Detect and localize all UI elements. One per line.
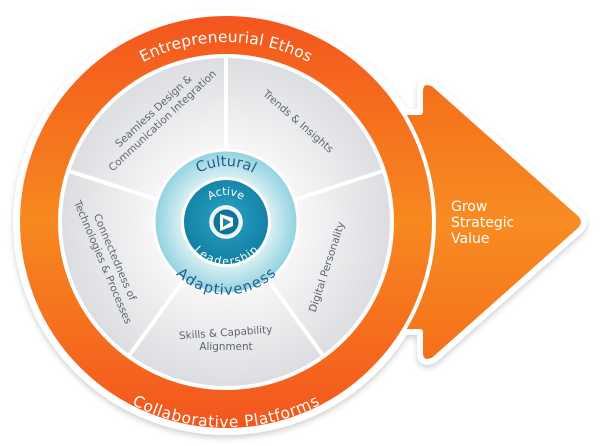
arrow-label: Grow Strategic Value <box>451 199 514 247</box>
arrow-label-line: Value <box>451 231 489 247</box>
core-top-label: Active <box>205 185 247 203</box>
segment-divider <box>291 168 385 203</box>
arrow-label-line: Grow <box>451 199 487 215</box>
segment-divider <box>265 277 326 358</box>
segment-label-line: Alignment <box>199 341 252 353</box>
play-cursor-icon <box>209 205 243 239</box>
segment-divider <box>67 168 161 203</box>
segment-dividers <box>67 56 385 358</box>
middle-ring-top-label: Cultural <box>194 154 259 177</box>
segment-divider <box>126 277 187 358</box>
arrow-label-line: Strategic <box>451 215 514 231</box>
